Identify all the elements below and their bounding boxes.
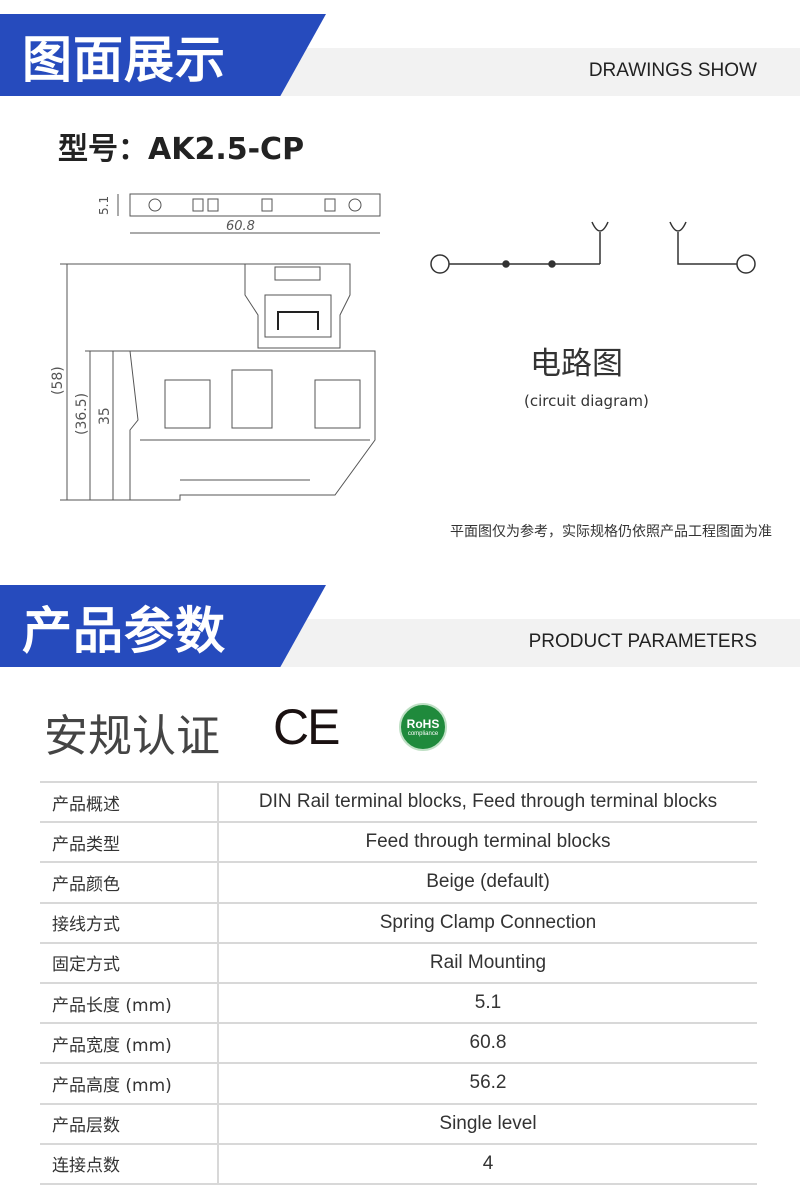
- dim-thickness: 5.1: [97, 196, 111, 215]
- section-header-bg: [0, 14, 326, 96]
- table-row: 产品长度 (mm)5.1: [40, 981, 757, 1025]
- table-row: 产品高度 (mm)56.2: [40, 1062, 757, 1105]
- dim-rail: 35: [97, 407, 113, 425]
- ce-mark-icon: CE: [273, 699, 340, 755]
- param-value: Single level: [218, 1102, 757, 1145]
- circuit-title: 电路图: [530, 346, 623, 382]
- dim-mid: (36.5): [74, 393, 90, 435]
- param-value: Beige (default): [218, 861, 757, 904]
- param-value: DIN Rail terminal blocks, Feed through t…: [218, 780, 757, 824]
- certification-title: 安规认证: [44, 711, 220, 762]
- section-header-bg: [0, 585, 326, 667]
- dim-total: (58): [50, 366, 66, 395]
- param-key: 接线方式: [40, 901, 219, 944]
- param-key: 产品高度 (mm): [40, 1062, 219, 1105]
- table-row: 产品宽度 (mm)60.8: [40, 1022, 757, 1065]
- rohs-label: RoHS: [406, 717, 440, 731]
- param-key: 产品类型: [40, 821, 219, 864]
- param-key: 产品概述: [40, 780, 219, 824]
- rohs-sub: compliance: [407, 731, 439, 737]
- section-title: 产品参数: [22, 602, 226, 660]
- section-subtitle: PRODUCT PARAMETERS: [528, 631, 757, 652]
- param-key: 连接点数: [40, 1142, 219, 1185]
- param-key: 产品层数: [40, 1102, 219, 1145]
- param-key: 产品颜色: [40, 861, 219, 904]
- param-value: 60.8: [218, 1022, 757, 1065]
- param-value: Feed through terminal blocks: [218, 821, 757, 864]
- param-value: 5.1: [218, 981, 757, 1025]
- param-key: 产品宽度 (mm): [40, 1022, 219, 1065]
- circuit-subtitle: (circuit diagram): [524, 392, 649, 410]
- section-title: 图面展示: [22, 31, 226, 89]
- circuit-diagram: [430, 221, 756, 274]
- param-key: 产品长度 (mm): [40, 981, 219, 1025]
- param-value: 4: [218, 1142, 757, 1185]
- model-label: 型号：AK2.5-CP: [58, 132, 305, 167]
- param-value: 56.2: [218, 1062, 757, 1105]
- disclaimer-note: 平面图仅为参考，实际规格仍依照产品工程图面为准: [450, 524, 772, 540]
- technical-drawing: 60.8 5.1 (58) (36.5) 35: [50, 193, 381, 501]
- section-subtitle: DRAWINGS SHOW: [588, 60, 757, 81]
- param-value: Rail Mounting: [218, 941, 757, 984]
- dim-width: 60.8: [226, 219, 255, 234]
- param-value: Spring Clamp Connection: [218, 901, 757, 944]
- param-key: 固定方式: [40, 941, 219, 984]
